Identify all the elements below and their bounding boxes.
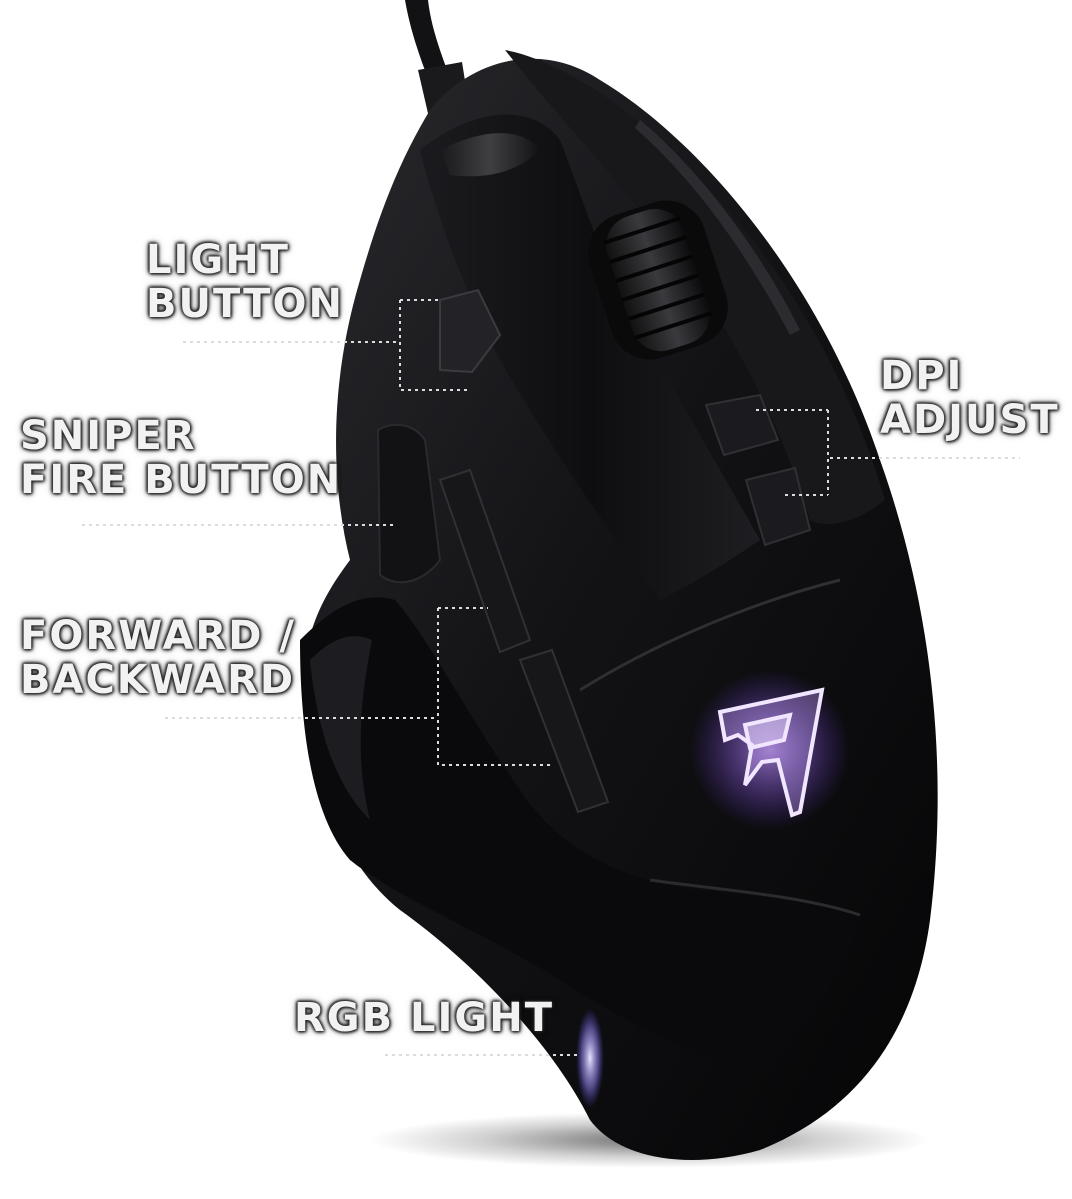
- leader-lines: [82, 299, 1020, 1056]
- brand-logo-icon: [717, 687, 825, 818]
- leader-dpi-adjust: [756, 409, 1020, 496]
- left-button-sheen: [440, 133, 540, 177]
- light-button-label-line2: BUTTON: [146, 281, 344, 327]
- body-crease: [579, 578, 841, 692]
- sniper-button: [376, 423, 442, 584]
- light-button-label: LIGHT BUTTON: [146, 238, 344, 326]
- sniper-label-line1: SNIPER: [20, 413, 197, 459]
- forward-button: [438, 468, 532, 654]
- light-button-label-line1: LIGHT: [146, 237, 290, 283]
- body-crease-lower: [649, 878, 861, 917]
- scroll-wheel: [588, 200, 728, 360]
- right-button-highlight: [635, 120, 800, 335]
- leader-light-button: [183, 299, 468, 391]
- dpi-up-button: [704, 393, 780, 457]
- forward-backward-label: FORWARD / BACKWARD: [20, 614, 296, 702]
- left-click-button: [420, 114, 760, 601]
- dpi-adjust-label: DPI ADJUST: [880, 354, 1060, 442]
- forward-backward-label-line1: FORWARD /: [20, 613, 296, 659]
- rgb-light-label: RGB LIGHT: [294, 996, 554, 1040]
- dpi-label-line2: ADJUST: [880, 397, 1060, 443]
- rgb-light: [576, 1008, 604, 1108]
- backward-button: [518, 648, 610, 814]
- dpi-down-button: [744, 466, 812, 547]
- leader-forward-backward: [165, 607, 550, 766]
- thumb-rest: [300, 597, 860, 1070]
- sniper-label-line2: FIRE BUTTON: [20, 457, 343, 503]
- dpi-label-line1: DPI: [880, 353, 964, 399]
- rgb-label-line1: RGB LIGHT: [294, 995, 555, 1041]
- right-click-button: [505, 50, 885, 524]
- light-button: [439, 288, 502, 374]
- thumb-rest-edge: [310, 636, 372, 820]
- forward-backward-label-line2: BACKWARD: [20, 657, 296, 703]
- sniper-fire-button-label: SNIPER FIRE BUTTON: [20, 414, 342, 502]
